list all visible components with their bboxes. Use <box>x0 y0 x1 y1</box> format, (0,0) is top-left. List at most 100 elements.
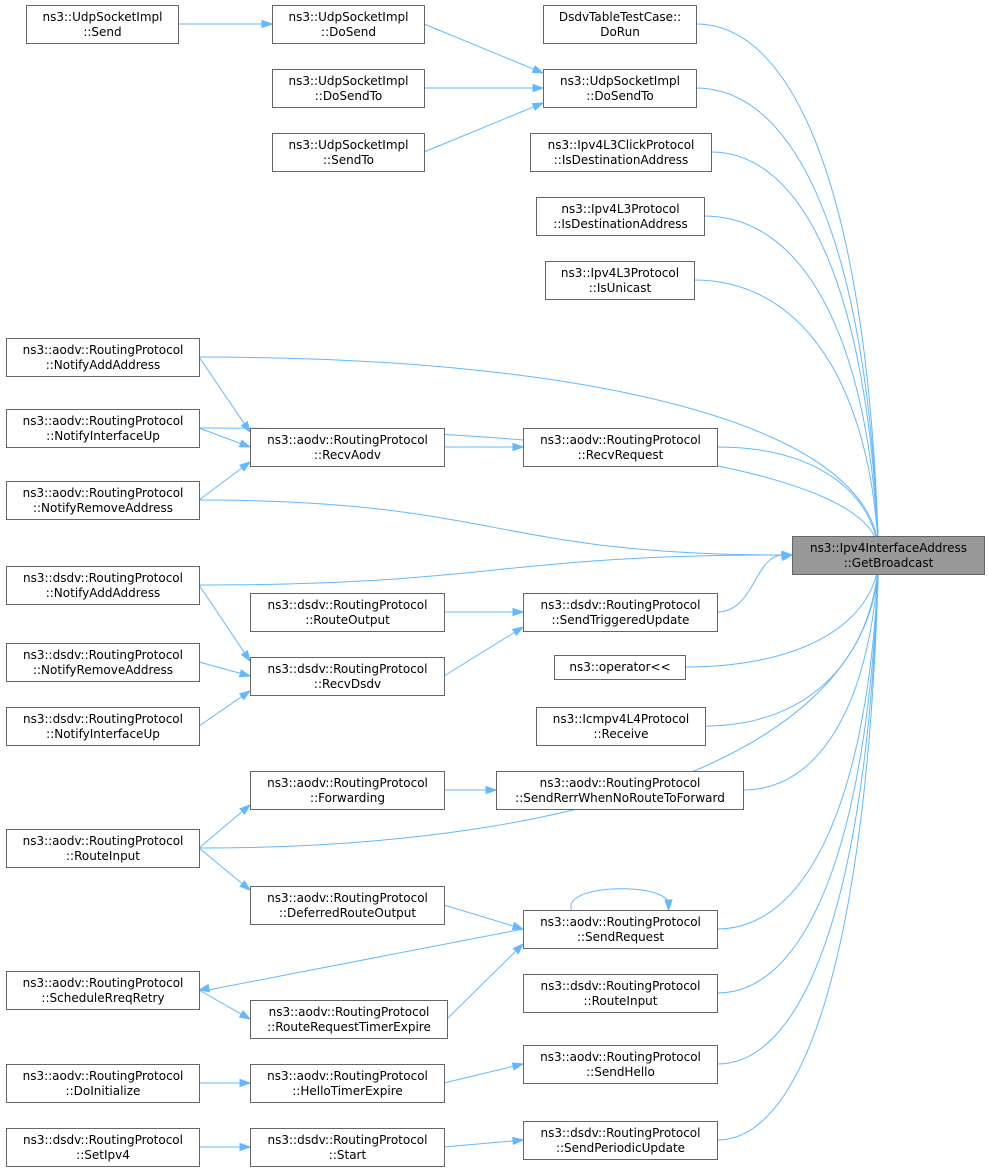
node-udp-sendto[interactable]: ns3::UdpSocketImpl::SendTo <box>272 133 425 172</box>
node-box <box>523 974 718 1013</box>
node-ipv4l3-isdest[interactable]: ns3::Ipv4L3Protocol::IsDestinationAddres… <box>536 197 705 236</box>
node-operator[interactable]: ns3::operator<< <box>554 655 686 680</box>
node-label-line: DoRun <box>600 25 640 39</box>
node-dsdv-recvdsdv[interactable]: ns3::dsdv::RoutingProtocol::RecvDsdv <box>250 657 445 696</box>
node-dsdv-sendtriggered[interactable]: ns3::dsdv::RoutingProtocol::SendTriggere… <box>523 593 718 632</box>
node-box <box>250 1064 445 1103</box>
node-label-line: ::Start <box>329 1148 367 1162</box>
node-label-line: ns3::UdpSocketImpl <box>289 138 409 152</box>
edge-ipv4l3-isdest-to-root <box>703 215 883 559</box>
edge-line <box>198 499 784 556</box>
node-label-line: ns3::aodv::RoutingProtocol <box>269 1005 430 1019</box>
node-dsdv-notifyremove[interactable]: ns3::dsdv::RoutingProtocol::NotifyRemove… <box>6 643 200 682</box>
edge-dsdv-notifyremove-to-dsdv-recvdsdv <box>198 661 252 678</box>
edge-line <box>198 427 242 445</box>
node-label-line: ns3::aodv::RoutingProtocol <box>267 1069 428 1083</box>
node-box <box>6 566 200 605</box>
node-label-line: ::NotifyInterfaceUp <box>46 727 160 741</box>
node-label-line: ns3::dsdv::RoutingProtocol <box>541 979 701 993</box>
node-label-line: ::SendPeriodicUpdate <box>556 1141 685 1155</box>
edge-aodv-sendrequest-to-aodv-schedulerreq <box>197 928 524 993</box>
node-click-isdest[interactable]: ns3::Ipv4L3ClickProtocol::IsDestinationA… <box>530 133 712 172</box>
node-label-line: ns3::dsdv::RoutingProtocol <box>23 1133 183 1147</box>
node-dsdv-sendperiodic[interactable]: ns3::dsdv::RoutingProtocol::SendPeriodic… <box>523 1121 718 1160</box>
edge-arrowhead <box>238 439 252 448</box>
node-box <box>6 971 200 1010</box>
edge-line <box>443 631 516 677</box>
edge-aodv-sendhello-to-root <box>716 555 883 1065</box>
node-label-line: ::RecvRequest <box>578 448 664 462</box>
node-box <box>792 536 985 575</box>
edge-line <box>198 584 246 654</box>
node-udp-dosend[interactable]: ns3::UdpSocketImpl::DoSend <box>272 5 425 44</box>
node-label-line: ns3::aodv::RoutingProtocol <box>23 486 184 500</box>
node-dsdv-routeoutput[interactable]: ns3::dsdv::RoutingProtocol::RouteOutput <box>250 593 445 632</box>
edge-line <box>443 1140 515 1148</box>
node-label-line: ::DoSend <box>321 25 376 39</box>
node-label-line: ns3::operator<< <box>569 660 670 674</box>
node-aodv-notifyadd[interactable]: ns3::aodv::RoutingProtocol::NotifyAddAdd… <box>6 338 200 377</box>
node-label-line: ns3::aodv::RoutingProtocol <box>23 1069 184 1083</box>
node-label-line: ::IsDestinationAddress <box>553 217 688 231</box>
node-label-line: ns3::aodv::RoutingProtocol <box>23 343 184 357</box>
edge-line <box>443 904 515 927</box>
node-aodv-routereqtimer[interactable]: ns3::aodv::RoutingProtocol::RouteRequest… <box>250 1000 448 1039</box>
edge-arrowhead <box>239 461 252 472</box>
node-box <box>6 829 200 868</box>
node-box <box>250 1000 448 1039</box>
edge-arrowhead <box>780 552 794 562</box>
edge-line <box>198 989 243 1015</box>
node-dsdv-setipv4[interactable]: ns3::dsdv::RoutingProtocol::SetIpv4 <box>6 1128 200 1167</box>
node-label-line: ::SendRequest <box>577 930 664 944</box>
edge-line <box>423 23 535 71</box>
node-udp-dosendto[interactable]: ns3::UdpSocketImpl::DoSendTo <box>543 69 697 108</box>
node-udp-send[interactable]: ns3::UdpSocketImpl::Send <box>26 5 179 44</box>
node-dsdv-notifyadd[interactable]: ns3::dsdv::RoutingProtocol::NotifyAddAdd… <box>6 566 200 605</box>
edge-arrowhead <box>238 669 252 678</box>
edge-arrowhead <box>197 983 211 993</box>
node-aodv-notifyup[interactable]: ns3::aodv::RoutingProtocol::NotifyInterf… <box>6 409 200 448</box>
edge-aodv-recvaodv-to-aodv-recvrequest <box>444 442 525 452</box>
node-label-line: ::DoSendTo <box>586 89 654 103</box>
node-aodv-recvrequest[interactable]: ns3::aodv::RoutingProtocol::RecvRequest <box>523 428 718 467</box>
node-dsdv-notifyup[interactable]: ns3::dsdv::RoutingProtocol::NotifyInterf… <box>6 707 200 746</box>
edge-line <box>443 1065 515 1084</box>
edge-arrowhead <box>511 626 525 637</box>
node-aodv-deferred[interactable]: ns3::aodv::RoutingProtocol::DeferredRout… <box>250 886 445 925</box>
node-label-line: ::IsDestinationAddress <box>554 153 689 167</box>
node-label-line: ns3::aodv::RoutingProtocol <box>267 433 428 447</box>
edge-line <box>716 446 879 548</box>
node-aodv-hellotimer[interactable]: ns3::aodv::RoutingProtocol::HelloTimerEx… <box>250 1064 445 1103</box>
node-aodv-schedulerreq[interactable]: ns3::aodv::RoutingProtocol::ScheduleRreq… <box>6 971 200 1010</box>
edge-line <box>423 105 535 153</box>
node-dsdvtable-dorun[interactable]: DsdvTableTestCase::DoRun <box>543 5 697 44</box>
node-aodv-recvaodv[interactable]: ns3::aodv::RoutingProtocol::RecvAodv <box>250 428 445 467</box>
node-aodv-notifyremove[interactable]: ns3::aodv::RoutingProtocol::NotifyRemove… <box>6 481 200 520</box>
node-aodv-senderr[interactable]: ns3::aodv::RoutingProtocol::SendRerrWhen… <box>496 771 744 810</box>
edge-aodv-notifyremove-to-root <box>198 499 794 559</box>
edge-aodv-notifyremove-to-aodv-recvaodv <box>198 461 252 501</box>
edge-arrowhead <box>240 420 251 434</box>
node-box <box>523 910 718 949</box>
node-label-line: ns3::aodv::RoutingProtocol <box>23 414 184 428</box>
node-box <box>543 5 697 44</box>
node-label-line: ns3::Ipv4L3ClickProtocol <box>548 138 695 152</box>
node-ipv4l3-isunicast[interactable]: ns3::Ipv4L3Protocol::IsUnicast <box>545 261 695 300</box>
edge-line <box>716 565 879 1141</box>
node-udp-dosendto-left[interactable]: ns3::UdpSocketImpl::DoSendTo <box>272 69 425 108</box>
node-dsdv-routeinput[interactable]: ns3::dsdv::RoutingProtocol::RouteInput <box>523 974 718 1013</box>
node-aodv-sendrequest[interactable]: ns3::aodv::RoutingProtocol::SendRequest <box>523 910 718 949</box>
edge-line <box>704 565 879 727</box>
node-label-line: ::Forwarding <box>310 791 385 805</box>
node-icmp-receive[interactable]: ns3::Icmpv4L4Protocol::Receive <box>536 707 706 746</box>
node-label-line: ::RouteInput <box>584 994 658 1008</box>
node-aodv-forwarding[interactable]: ns3::aodv::RoutingProtocol::Forwarding <box>250 771 445 810</box>
node-aodv-sendhello[interactable]: ns3::aodv::RoutingProtocol::SendHello <box>523 1045 718 1084</box>
node-root[interactable]: ns3::Ipv4InterfaceAddress::GetBroadcast <box>792 536 985 575</box>
node-aodv-doinit[interactable]: ns3::aodv::RoutingProtocol::DoInitialize <box>6 1064 200 1103</box>
node-dsdv-start[interactable]: ns3::dsdv::RoutingProtocol::Start <box>250 1128 445 1167</box>
node-aodv-routeinput[interactable]: ns3::aodv::RoutingProtocol::RouteInput <box>6 829 200 868</box>
edge-dsdv-notifyup-to-dsdv-recvdsdv <box>198 690 252 727</box>
edge-aodv-sendrequest-to-root <box>716 555 883 930</box>
